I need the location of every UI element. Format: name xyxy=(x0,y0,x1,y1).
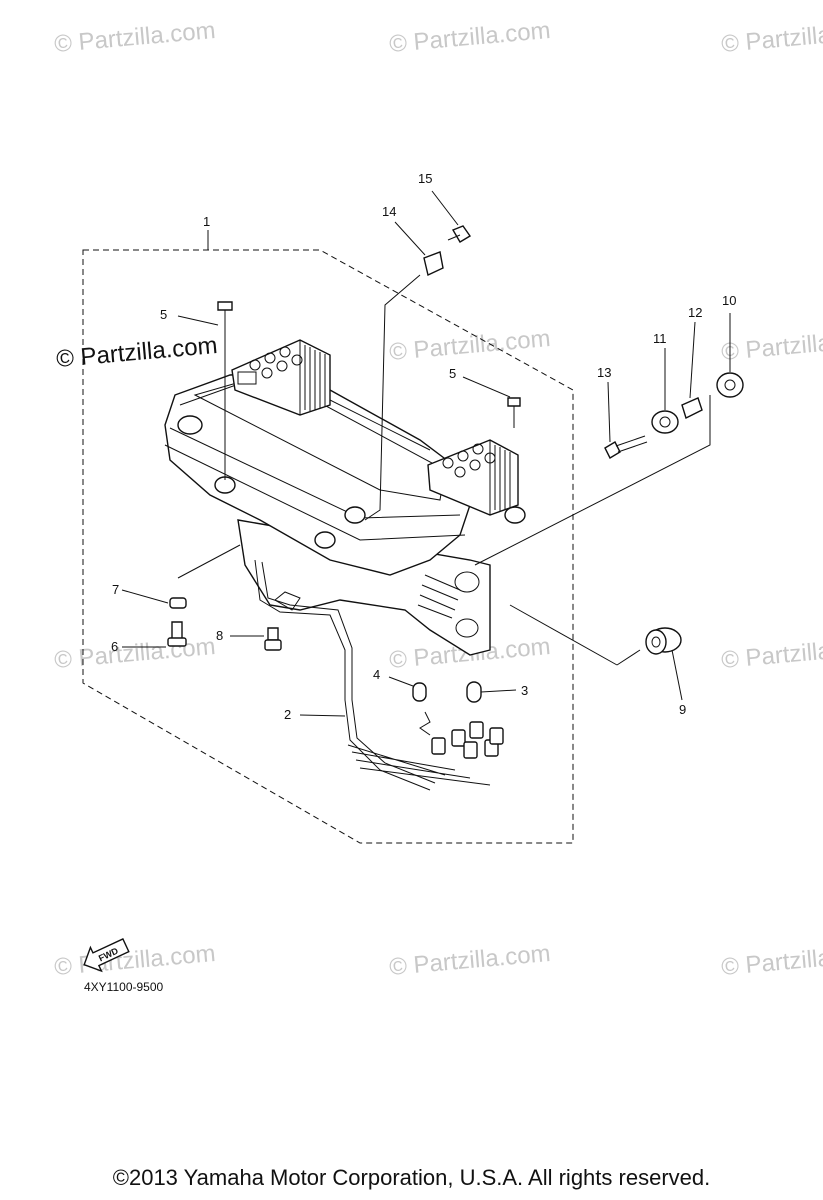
watermark: © Partzilla.com xyxy=(720,17,823,58)
bulb-icon xyxy=(388,676,517,736)
diagram-code: 4XY1100-9500 xyxy=(84,980,164,994)
callout-2: 2 xyxy=(284,707,291,722)
harness-connectors xyxy=(431,721,504,759)
watermark: © Partzilla.com xyxy=(53,940,216,981)
callout-15: 15 xyxy=(418,171,432,186)
watermark: © Partzilla.com xyxy=(720,325,823,366)
meter-assembly xyxy=(164,339,526,791)
callout-13: 13 xyxy=(597,365,611,380)
watermark: © Partzilla.com xyxy=(720,633,823,674)
callout-5: 5 xyxy=(160,307,167,322)
watermark: © Partzilla.com xyxy=(53,633,216,674)
watermark-featured: © Partzilla.com xyxy=(55,332,218,373)
watermark: © Partzilla.com xyxy=(720,940,823,981)
callout-5b: 5 xyxy=(449,366,456,381)
leader-lines xyxy=(121,190,731,717)
assembly-outline xyxy=(82,249,574,844)
callout-7: 7 xyxy=(112,582,119,597)
callout-1: 1 xyxy=(203,214,210,229)
callout-4: 4 xyxy=(373,667,380,682)
callout-8: 8 xyxy=(216,628,223,643)
callout-9: 9 xyxy=(679,702,686,717)
copyright-notice: ©2013 Yamaha Motor Corporation, U.S.A. A… xyxy=(112,1165,711,1190)
callout-10: 10 xyxy=(722,293,736,308)
watermark: © Partzilla.com xyxy=(53,17,216,58)
watermark: © Partzilla.com xyxy=(388,325,551,366)
watermark: © Partzilla.com xyxy=(388,17,551,58)
watermark: © Partzilla.com xyxy=(388,940,551,981)
mount-parts xyxy=(423,225,744,655)
screw-icon xyxy=(217,301,521,480)
callout-3: 3 xyxy=(521,683,528,698)
small-parts xyxy=(167,597,282,651)
fwd-arrow-icon: FWD xyxy=(83,938,130,973)
callout-11: 11 xyxy=(653,331,667,346)
callout-6: 6 xyxy=(111,639,118,654)
callout-14: 14 xyxy=(382,204,396,219)
callout-12: 12 xyxy=(688,305,702,320)
